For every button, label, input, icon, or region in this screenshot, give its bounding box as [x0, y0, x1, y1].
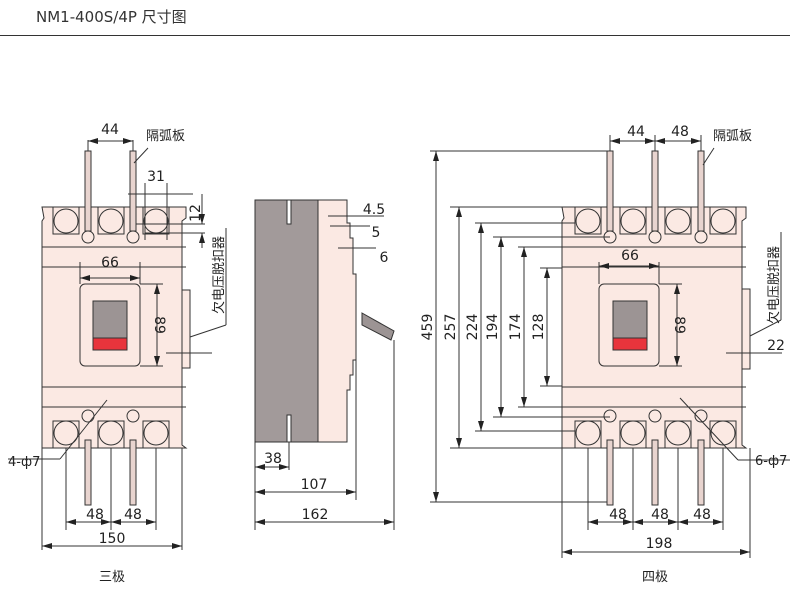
label-holes: 4-ф7 [8, 455, 40, 470]
handle-grey [612, 300, 648, 339]
height-dim-labels: 459 257 224 194 174 128 [420, 314, 547, 341]
dim-uv-offset: 22 [767, 338, 785, 354]
page-title: NM1-400S/4P 尺寸图 [36, 8, 187, 26]
label-undervoltage: 欠电压脱扣器 [211, 236, 227, 314]
handle-grey [92, 300, 128, 339]
three-pole-caption: 三极 [99, 570, 125, 585]
dim-step1: 4.5 [363, 202, 385, 218]
dim-pitch-bottom-2: 48 [651, 507, 669, 523]
handle-red [92, 337, 128, 351]
dim-pitch-bottom-1: 48 [609, 507, 627, 523]
four-pole-caption: 四极 [642, 570, 668, 585]
dim-overall-width: 150 [99, 531, 126, 547]
side-base [254, 199, 319, 443]
dim-base-depth: 38 [264, 451, 282, 467]
side-cover [317, 199, 357, 443]
dim-height-459: 459 [420, 314, 436, 341]
dim-pitch-top-1: 44 [627, 124, 645, 140]
dim-window-width: 66 [621, 248, 639, 264]
label-barrier: 隔弧板 [146, 129, 185, 144]
dim-step2: 5 [372, 225, 381, 241]
arc-barrier [84, 150, 92, 232]
dim-overall-depth: 162 [302, 507, 329, 523]
dim-pitch-bottom-3: 48 [693, 507, 711, 523]
dim-height-224: 224 [465, 314, 481, 341]
arc-barrier [84, 439, 92, 506]
undervoltage-module [741, 288, 751, 370]
dim-barrier-offset: 31 [147, 169, 165, 185]
handle-red [612, 337, 648, 351]
arc-barrier [129, 150, 137, 232]
dim-overall-width: 198 [646, 536, 673, 552]
dim-handle-base-depth: 107 [301, 477, 328, 493]
dim-height-194: 194 [485, 314, 501, 341]
dim-height-128: 128 [531, 314, 547, 341]
dim-pitch-bottom-2: 48 [124, 507, 142, 523]
arc-barrier [606, 150, 614, 232]
arc-barrier [697, 150, 705, 232]
label-undervoltage: 欠电压脱扣器 [766, 246, 782, 324]
dim-window-height: 89 [671, 316, 687, 334]
dim-pitch-top-2: 48 [671, 124, 689, 140]
side-view [254, 199, 395, 530]
arc-barrier [697, 439, 705, 506]
four-pole-view [430, 135, 790, 558]
undervoltage-module [181, 289, 191, 369]
label-barrier: 隔弧板 [713, 129, 752, 144]
arc-barrier [651, 150, 659, 232]
dim-pitch-bottom-1: 48 [86, 507, 104, 523]
dim-height-257: 257 [443, 314, 459, 341]
dim-barrier-height: 12 [188, 204, 204, 222]
arc-barrier [651, 439, 659, 506]
dim-window-height: 89 [151, 316, 167, 334]
label-holes: 6-ф7 [755, 454, 787, 469]
title-divider [0, 35, 790, 36]
dim-pitch-top: 44 [101, 122, 119, 138]
three-pole-view [8, 138, 227, 550]
arc-barrier [606, 439, 614, 506]
dim-window-width: 66 [101, 255, 119, 271]
arc-barrier [129, 439, 137, 506]
side-handle [361, 312, 395, 341]
dim-step3: 6 [380, 250, 389, 266]
dim-height-174: 174 [508, 314, 524, 341]
